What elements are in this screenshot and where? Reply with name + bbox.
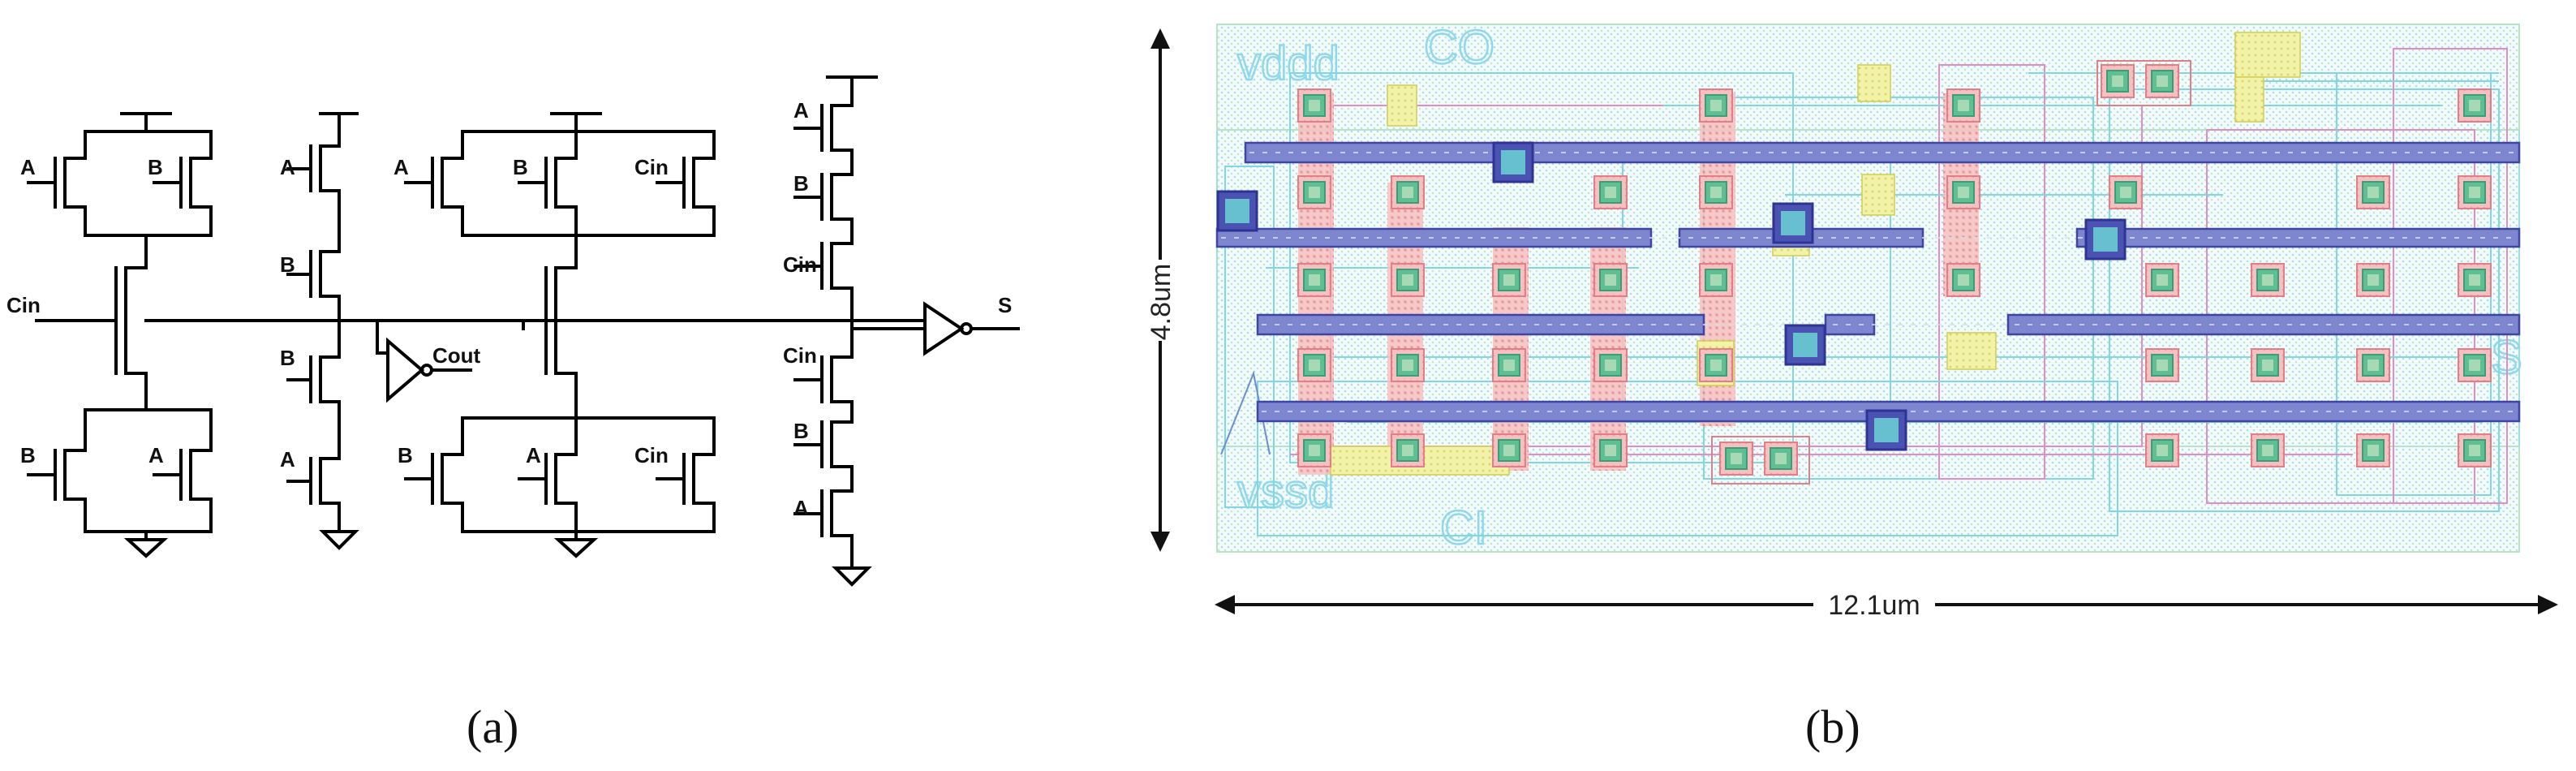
label-pu3-0: A <box>393 155 409 179</box>
sum-pull-up-network <box>404 112 716 269</box>
label-s2-0: A <box>280 155 295 179</box>
label-s2-3: A <box>280 447 295 472</box>
label-s: S <box>998 293 1012 317</box>
pin-vdd: vddd <box>1237 37 1340 90</box>
label-pd3-2: Cin <box>634 443 669 467</box>
carry-mid-transistor <box>35 266 927 411</box>
carry-pull-up-network <box>27 112 213 269</box>
s-inverter <box>850 301 1020 356</box>
label-s2-2: B <box>280 346 295 370</box>
label-s4-2: Cin <box>783 252 817 277</box>
pin-co: CO <box>1424 21 1494 74</box>
label-s4-1: B <box>793 171 809 196</box>
label-mid-cin: Cin <box>6 293 41 317</box>
label-s4-3: Cin <box>783 343 817 368</box>
label-pd1-b: B <box>20 443 36 467</box>
height-label: 4.8um <box>1146 264 1176 341</box>
cout-inverter <box>376 319 472 403</box>
label-pu1-b: B <box>148 155 163 179</box>
panel-a-schematic <box>27 75 1020 587</box>
series-stack-2 <box>286 112 359 550</box>
label-pd3-1: A <box>526 443 541 467</box>
pin-ci: CI <box>1440 502 1487 554</box>
panel-b-layout: vddd CO vssd CI S <box>1144 20 2558 753</box>
carry-pull-down-network <box>27 408 213 558</box>
label-pd3-0: B <box>398 443 413 467</box>
label-pu1-a: A <box>20 155 36 179</box>
sum-mid-transistor <box>522 266 578 420</box>
caption-a: (a) <box>467 700 518 753</box>
label-s4-5: A <box>793 496 809 520</box>
label-s4-4: B <box>793 419 809 443</box>
label-cout: Cout <box>432 343 481 368</box>
label-s2-1: B <box>280 252 295 277</box>
width-label: 12.1um <box>1828 590 1920 621</box>
label-s4-0: A <box>793 98 809 123</box>
series-stack-4 <box>793 75 878 587</box>
label-pd1-a: A <box>148 443 164 467</box>
label-pu3-1: B <box>513 155 528 179</box>
panel-a-labels: A B Cin B A A B B A Cout A B Cin B A Cin… <box>6 98 1012 753</box>
caption-b: (b) <box>1805 700 1860 753</box>
label-pu3-2: Cin <box>634 155 669 179</box>
sum-pull-down-network <box>404 416 716 558</box>
